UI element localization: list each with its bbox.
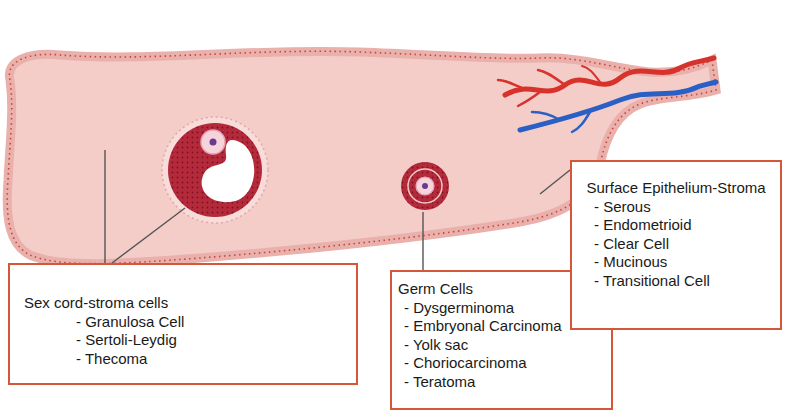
tumor-type: - Thecoma xyxy=(10,350,356,369)
tumor-type: - Mucinous xyxy=(572,253,780,272)
category-heading: Sex cord-stroma cells xyxy=(10,294,356,313)
artery xyxy=(498,58,714,106)
tumor-type: - Clear Cell xyxy=(572,235,780,254)
tumor-type: - Teratoma xyxy=(392,373,611,392)
tumor-type: - Transitional Cell xyxy=(572,272,780,291)
category-box: Sex cord-stroma cells- Granulosa Cell- S… xyxy=(8,263,358,385)
tumor-type: - Sertoli-Leydig xyxy=(10,331,356,350)
small-follicle xyxy=(401,162,449,210)
tumor-type: - Choriocarcinoma xyxy=(392,354,611,373)
category-heading: Surface Epithelium-Stroma xyxy=(572,179,780,198)
large-follicle xyxy=(162,117,268,223)
tumor-type: - Granulosa Cell xyxy=(10,313,356,332)
tumor-type: - Yolk sac xyxy=(392,336,611,355)
tumor-type: - Serous xyxy=(572,198,780,217)
category-box: Surface Epithelium-Stroma- Serous- Endom… xyxy=(570,160,782,330)
leader-line xyxy=(105,150,570,270)
vein xyxy=(520,82,716,132)
tumor-type: - Endometrioid xyxy=(572,216,780,235)
